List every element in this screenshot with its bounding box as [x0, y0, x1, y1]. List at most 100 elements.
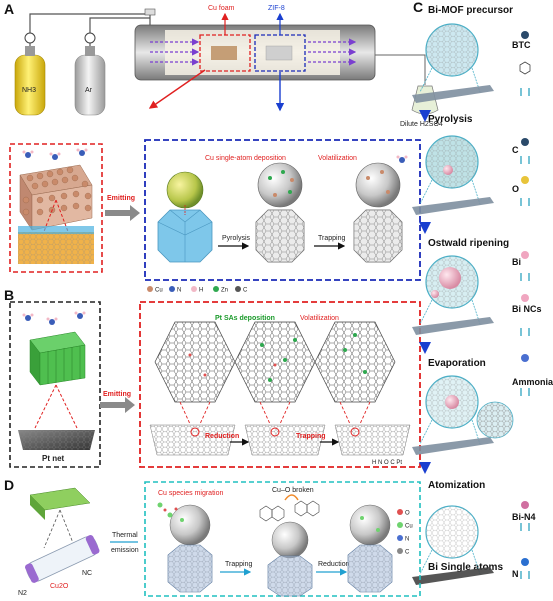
carbon-frame-d3-fill	[348, 545, 392, 592]
legend-d-swatch-c	[397, 548, 403, 554]
cu-o-broken-label: Cu–O broken	[272, 487, 314, 494]
panel-d: D N2 Cu2O NC Thermal emission Cu species…	[4, 477, 421, 597]
c-atom-icon	[521, 138, 529, 146]
nc-zoom-lines	[43, 509, 76, 549]
cu-atoms-d3	[360, 516, 380, 532]
pt-deposition-label: Pt SAs deposition	[215, 315, 275, 322]
reduction-label-d: Reduction	[318, 561, 350, 568]
panel-c-zoom-line-left-2	[419, 299, 433, 325]
legend-a-swatch-c	[235, 286, 241, 292]
legend-a-swatch-n	[169, 286, 175, 292]
legend-b: H N O C Pt	[372, 460, 402, 466]
legend-d-swatch-cu	[397, 522, 403, 528]
n2-label: N2	[18, 590, 27, 597]
nh3-molecules-b	[22, 311, 86, 325]
panel-c-plate-3	[412, 437, 494, 455]
legend-a-swatch-h	[191, 286, 197, 292]
pt-highlight-circles	[190, 427, 360, 437]
cu-o-molecules	[259, 500, 320, 522]
o-atom-icon	[521, 176, 529, 184]
panel-c-side-label-1: C	[512, 145, 519, 155]
graphene-sheet-2	[234, 321, 316, 403]
legend-d: O CuN C	[397, 509, 413, 556]
nh3-tank-valve	[25, 46, 35, 56]
panel-c-step-title-5: Evaporation	[428, 358, 486, 369]
ar-label: Ar	[85, 87, 93, 94]
legend-a-label-h: H	[199, 288, 203, 294]
panel-c-plate-4	[412, 567, 494, 585]
trapping-label-d: Trapping	[225, 561, 252, 568]
panel-label-d: D	[4, 477, 14, 493]
cu-o-break-arrow	[284, 494, 299, 501]
carbon-frame-3-fill	[354, 210, 402, 262]
emitting-label-b: Emitting	[103, 391, 131, 398]
emitting-arrow-a	[105, 205, 140, 221]
pt-net-mesh	[18, 430, 95, 450]
legend-d-label-cu: Cu	[405, 524, 413, 530]
btc-atom-icon	[521, 31, 529, 39]
cu-foam-detail-box	[9, 143, 103, 273]
panel-label-b: B	[4, 287, 14, 303]
panel-label-a: A	[4, 1, 14, 17]
bi-nc-sphere-small	[431, 290, 439, 298]
pt-atoms-sheet-2	[260, 338, 297, 382]
pt-atoms-sheet-3	[343, 333, 367, 374]
panel-c-plate-1	[412, 197, 494, 215]
pt-lattice	[29, 331, 86, 386]
emitting-label-a: Emitting	[107, 195, 135, 202]
n-atom-icon	[521, 558, 529, 566]
legend-d-swatch-o	[397, 509, 403, 515]
ar-gauge-icon	[84, 32, 96, 44]
panel-c-step-title-6: Atomization	[428, 480, 485, 491]
ar-tank	[74, 54, 106, 116]
legend-d-label-n: N	[405, 537, 409, 543]
legend-a-label-cu: Cu	[155, 288, 163, 294]
carbon-sphere-d3	[349, 504, 391, 546]
zif8-label: ZIF-8	[268, 5, 285, 12]
pyrolysis-label-a: Pyrolysis	[222, 235, 251, 242]
pt-net-detail-box	[9, 301, 101, 468]
ar-tank-valve	[85, 46, 95, 56]
pt-net-label: Pt net	[42, 454, 65, 463]
carbon-frame-2-fill	[256, 210, 304, 262]
panel-c-zoom-line-left-0	[419, 67, 433, 93]
carbon-sheet-bottom-1	[149, 424, 236, 456]
carbon-sphere-d2	[271, 521, 309, 559]
legend-d-label-o: O	[405, 511, 410, 517]
panel-label-c: C	[413, 0, 423, 15]
graphene-sheet-1	[154, 321, 236, 403]
cu-deposition-label: Cu single-atom deposition	[205, 155, 286, 162]
legend-d-label-c: C	[405, 550, 410, 556]
panel-c-step-title-7: Bi Single atoms	[428, 562, 503, 573]
carbon-frame-3	[353, 209, 403, 263]
nh3-escape-3	[396, 155, 408, 163]
pt-sheet-zoom-lines	[179, 401, 371, 425]
graphene-sheet-3	[314, 321, 396, 403]
emitting-arrow-b	[100, 397, 135, 413]
panel-c: C Bi-MOF precursorBTCPyrolysisCOOstwald …	[412, 0, 553, 585]
pyrolysis-bi-sphere	[443, 165, 453, 175]
carbon-frame-2	[255, 209, 305, 263]
cu-foam-zoom-arrow	[148, 69, 206, 109]
zif8-sample	[265, 45, 293, 61]
bi-nc-icon	[521, 294, 529, 302]
nc-sheet-side	[30, 495, 45, 520]
cu-migration-box	[144, 481, 421, 597]
panel-b: B Pt net Emitting Pt SAs deposition Vola…	[4, 287, 421, 468]
zn-atoms-2	[268, 170, 292, 194]
o-atoms-sheets	[188, 353, 277, 377]
zif8-sphere-1	[166, 171, 204, 209]
cu-species-d1	[157, 502, 184, 522]
pt-process-box	[139, 301, 421, 468]
volatilization-label-b: Volatilization	[300, 315, 339, 322]
panel-c-side-label-0: BTC	[512, 40, 531, 50]
cu-atoms-2	[273, 178, 294, 197]
panel-c-side-label-6: Bi-N4	[512, 512, 536, 522]
panel-c-side-label-4: Bi NCs	[512, 304, 542, 314]
nh3-molecules-a	[22, 148, 88, 160]
btc-molecule-icon	[519, 61, 531, 75]
panel-c-side-label-2: O	[512, 184, 519, 194]
panel-c-zoom-texture-1	[426, 136, 478, 188]
